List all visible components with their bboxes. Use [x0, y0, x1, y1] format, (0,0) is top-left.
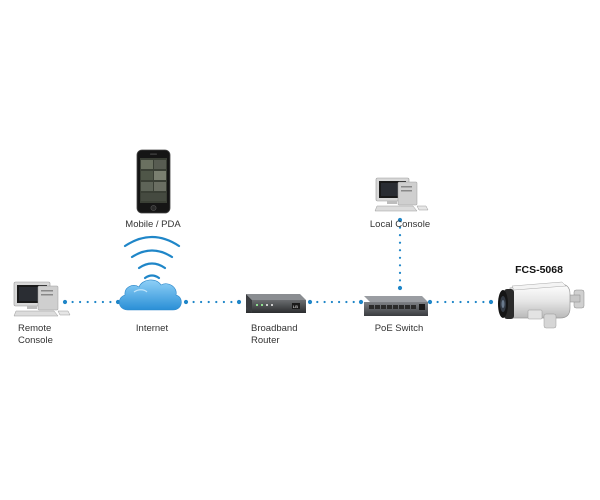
router-label-line1: Broadband: [251, 323, 298, 334]
connection-dot: [316, 300, 319, 304]
poe-switch-label: PoE Switch: [374, 323, 424, 334]
internet-label: Internet: [135, 323, 169, 334]
connection-dot: [398, 264, 402, 267]
connection-endpoint: [236, 299, 242, 305]
router-label: Broadband Router: [251, 323, 297, 347]
connection-dot: [230, 300, 233, 304]
connection-dot: [398, 249, 402, 252]
connection-dot: [459, 300, 462, 304]
connection-dot: [207, 300, 210, 304]
remote-console-icon: [13, 281, 71, 317]
remote-console-label-line1: Remote: [18, 323, 52, 334]
connection-endpoint: [488, 299, 494, 305]
local-console-icon: [374, 177, 429, 212]
connection-endpoint: [397, 285, 403, 291]
remote-console-label: Remote Console: [18, 323, 53, 347]
connection-dot: [338, 300, 341, 304]
connection-dot: [94, 300, 97, 304]
connection-dot: [398, 271, 402, 274]
link-remote-internet: [62, 299, 121, 305]
mobile-label: Mobile / PDA: [125, 219, 181, 230]
connection-endpoint: [358, 299, 364, 305]
connection-dot: [86, 300, 89, 304]
router-icon: LB: [246, 294, 306, 313]
connection-dot: [222, 300, 225, 304]
link-router-switch: [307, 299, 364, 305]
connection-dot: [474, 300, 477, 304]
bullet-camera-icon: [498, 281, 585, 329]
connection-dot: [436, 300, 439, 304]
connection-dot: [79, 300, 82, 304]
camera-model-label: FCS-5068: [515, 264, 563, 276]
link-switch-camera: [427, 299, 494, 305]
connection-dot: [330, 300, 333, 304]
connection-dot: [398, 226, 402, 229]
connection-dot: [192, 300, 195, 304]
cloud-icon: [119, 279, 182, 311]
connection-dot: [323, 300, 326, 304]
connection-endpoint: [427, 299, 433, 305]
connection-dot: [398, 234, 402, 237]
connection-dot: [352, 300, 355, 304]
connection-dot: [451, 300, 454, 304]
connection-dot: [101, 300, 104, 304]
connection-dot: [467, 300, 470, 304]
connection-dot: [482, 300, 485, 304]
link-internet-router: [183, 299, 242, 305]
svg-text:LB: LB: [293, 304, 298, 309]
connection-endpoint: [307, 299, 313, 305]
connection-endpoint: [397, 217, 403, 223]
connection-dot: [398, 241, 402, 244]
connection-dot: [398, 279, 402, 282]
link-local-switch: [397, 217, 403, 291]
connection-dot: [345, 300, 348, 304]
local-console-label: Local Console: [369, 219, 431, 230]
connection-dot: [398, 256, 402, 259]
switch-icon: [364, 296, 428, 316]
connection-dot: [109, 300, 112, 304]
connection-dot: [444, 300, 447, 304]
connection-endpoint: [183, 299, 189, 305]
connection-endpoint: [62, 299, 68, 305]
connection-dot: [200, 300, 203, 304]
router-label-line2: Router: [251, 335, 280, 346]
connection-dot: [215, 300, 218, 304]
connection-lines: [62, 217, 494, 305]
smartphone-icon: [136, 149, 171, 214]
remote-console-label-line2: Console: [18, 335, 53, 346]
wireless-signal-icon: [123, 235, 181, 280]
connection-dot: [71, 300, 74, 304]
